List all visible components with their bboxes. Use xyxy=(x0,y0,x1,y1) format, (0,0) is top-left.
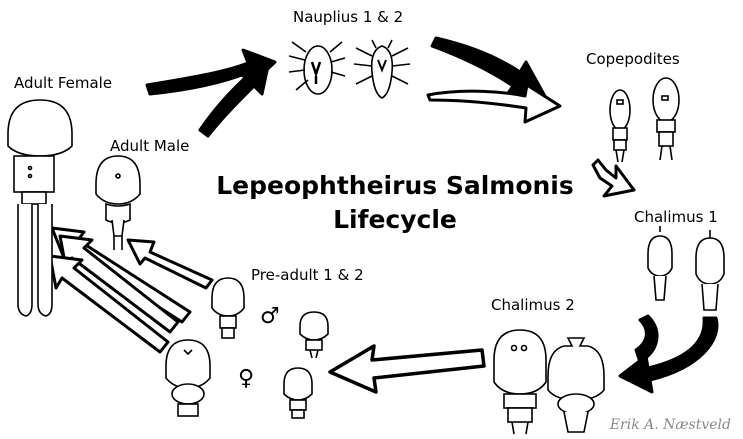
adult-female-figure xyxy=(8,100,72,316)
chalimus-2-figure-a xyxy=(494,330,546,434)
label-preadult: Pre-adult 1 & 2 xyxy=(251,266,364,284)
preadult-1-figure xyxy=(212,278,244,338)
nauplius-1-figure xyxy=(289,42,345,94)
diagram-title-line2: Lifecycle xyxy=(170,204,620,236)
label-chalimus2: Chalimus 2 xyxy=(491,296,575,314)
label-adult-male: Adult Male xyxy=(110,137,189,155)
artist-signature: Erik A. Næstveld xyxy=(610,417,731,433)
nauplius-2-figure xyxy=(354,40,410,98)
adult-male-figure xyxy=(96,156,140,250)
chalimus-1-figure-b xyxy=(696,230,724,310)
chalimus-2-figure-b xyxy=(548,338,604,432)
male-symbol: ♂ xyxy=(260,304,280,329)
label-chalimus1: Chalimus 1 xyxy=(634,208,718,226)
preadult-2-figure xyxy=(166,340,210,416)
female-symbol: ♀ xyxy=(238,366,254,391)
copepodite-2-figure xyxy=(653,78,679,160)
copepodite-1-figure xyxy=(610,90,630,162)
label-nauplius: Nauplius 1 & 2 xyxy=(293,8,403,26)
chalimus-1-figure-a xyxy=(648,226,672,300)
preadult-female-figure xyxy=(284,368,312,418)
label-adult-female: Adult Female xyxy=(14,74,112,92)
diagram-title-line1: Lepeophtheirus Salmonis xyxy=(170,170,620,202)
preadult-male-figure xyxy=(300,312,328,358)
label-copepodites: Copepodites xyxy=(586,50,680,68)
